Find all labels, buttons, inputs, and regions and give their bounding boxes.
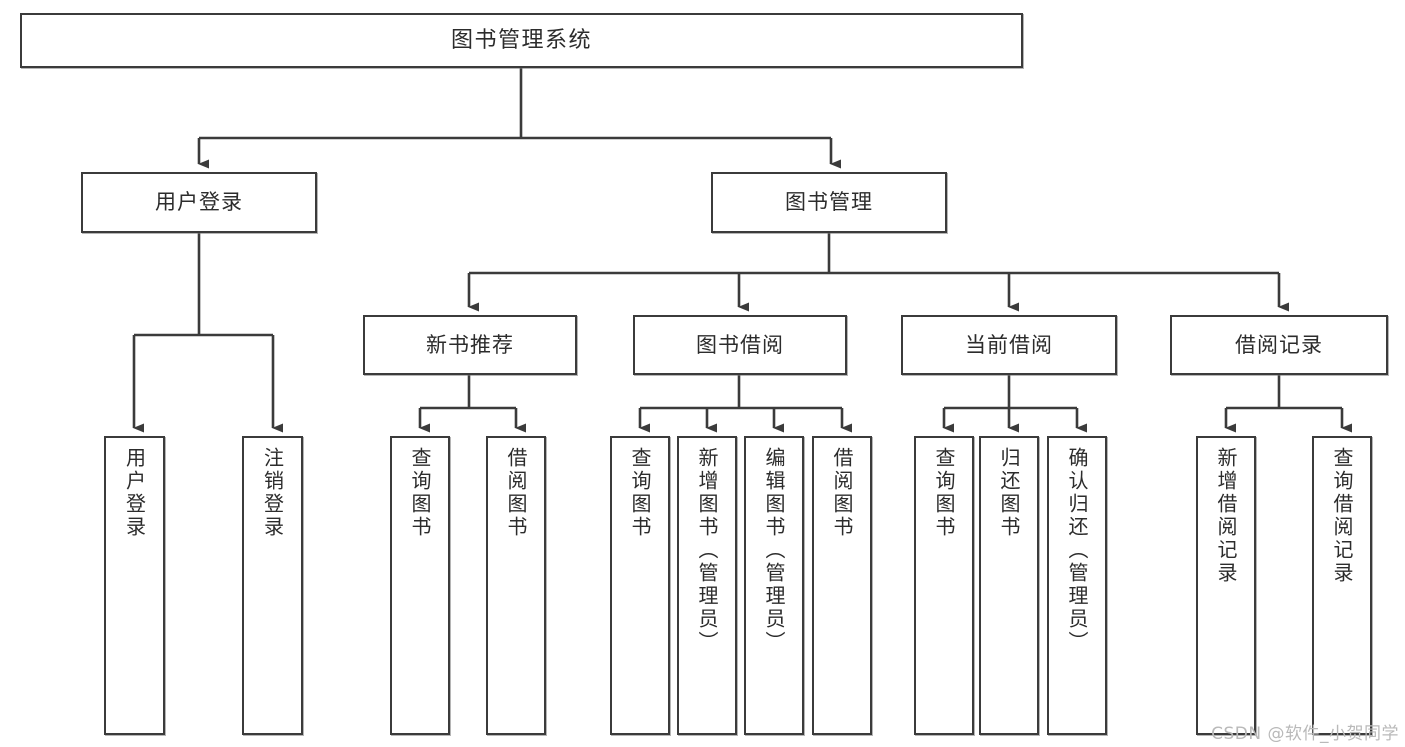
node-user-login[interactable]: 用户登录 — [81, 172, 317, 233]
leaf-logout[interactable]: 注销登录 — [242, 436, 303, 735]
leaf-query-book-rec[interactable]: 查询图书 — [390, 436, 450, 735]
node-label-book-borrow: 图书借阅 — [696, 332, 784, 357]
node-book-management-system[interactable]: 图书管理系统 — [20, 13, 1023, 68]
leaf-label-query-book-rec: 查询图书 — [408, 447, 432, 539]
leaf-borrow-book-rec[interactable]: 借阅图书 — [486, 436, 546, 735]
leaf-user-login[interactable]: 用户登录 — [104, 436, 165, 735]
node-book-borrow[interactable]: 图书借阅 — [633, 315, 847, 375]
leaf-label-return-book: 归还图书 — [997, 447, 1021, 539]
leaf-query-book-borrow[interactable]: 查询图书 — [610, 436, 670, 735]
leaf-label-query-book-current: 查询图书 — [932, 447, 956, 539]
leaf-add-borrow-record[interactable]: 新增借阅记录 — [1196, 436, 1256, 735]
leaf-confirm-return-admin[interactable]: 确认归还（管理员） — [1047, 436, 1107, 735]
node-label-user-login: 用户登录 — [155, 190, 243, 215]
csdn-watermark: CSDN @软件_小贺同学 — [1211, 724, 1399, 744]
leaf-query-borrow-record[interactable]: 查询借阅记录 — [1312, 436, 1372, 735]
node-label-borrow-record: 借阅记录 — [1235, 332, 1323, 357]
leaf-label-add-borrow-record: 新增借阅记录 — [1214, 447, 1238, 585]
leaf-add-book-admin[interactable]: 新增图书（管理员） — [677, 436, 737, 735]
leaf-label-add-book-admin: 新增图书（管理员） — [695, 447, 719, 654]
node-book-manage[interactable]: 图书管理 — [711, 172, 947, 233]
leaf-label-logout: 注销登录 — [260, 447, 285, 539]
leaf-label-edit-book-admin: 编辑图书（管理员） — [762, 447, 786, 654]
node-label-current-borrow: 当前借阅 — [965, 332, 1053, 357]
node-label-book-manage: 图书管理 — [785, 190, 873, 215]
leaf-label-borrow-book: 借阅图书 — [830, 447, 854, 539]
node-new-book-recommend[interactable]: 新书推荐 — [363, 315, 577, 375]
leaf-label-borrow-book-rec: 借阅图书 — [504, 447, 528, 539]
leaf-query-book-current[interactable]: 查询图书 — [914, 436, 974, 735]
leaf-edit-book-admin[interactable]: 编辑图书（管理员） — [744, 436, 804, 735]
node-label-new-book-recommend: 新书推荐 — [426, 332, 514, 357]
node-label-root: 图书管理系统 — [450, 27, 592, 53]
leaf-label-confirm-return-admin: 确认归还（管理员） — [1065, 447, 1089, 654]
node-borrow-record[interactable]: 借阅记录 — [1170, 315, 1388, 375]
leaf-label-query-borrow-record: 查询借阅记录 — [1330, 447, 1354, 585]
leaf-return-book[interactable]: 归还图书 — [979, 436, 1039, 735]
node-current-borrow[interactable]: 当前借阅 — [901, 315, 1117, 375]
leaf-label-user-login: 用户登录 — [122, 447, 147, 539]
leaf-label-query-book-borrow: 查询图书 — [628, 447, 652, 539]
leaf-borrow-book[interactable]: 借阅图书 — [812, 436, 872, 735]
